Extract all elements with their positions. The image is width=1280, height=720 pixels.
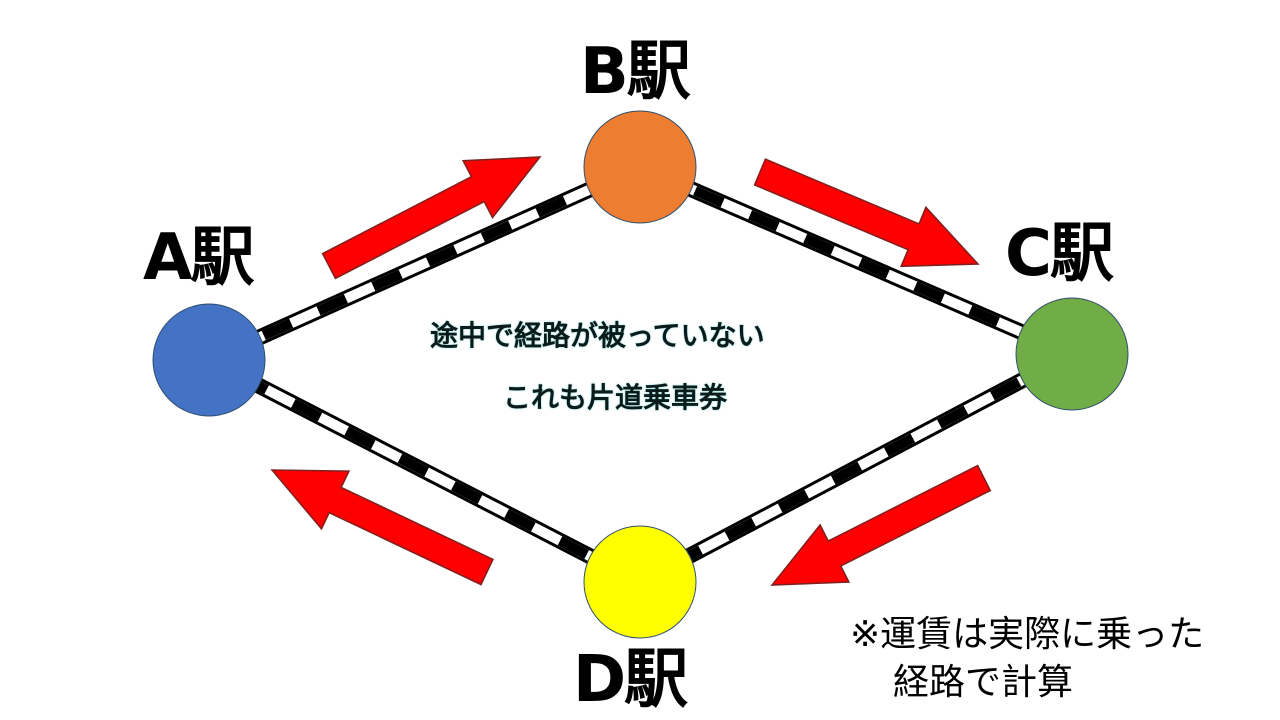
station-c-circle <box>1015 297 1129 411</box>
tracks <box>205 159 1076 590</box>
station-a-circle <box>152 303 266 417</box>
station-d-circle <box>583 525 697 639</box>
station-b-label: B駅 <box>580 35 691 109</box>
station-b-circle <box>583 110 697 224</box>
arrow-c-to-d <box>770 464 992 586</box>
direction-arrows <box>270 156 992 586</box>
station-c-label: C駅 <box>1005 217 1114 291</box>
track-da-ties <box>206 355 643 587</box>
fare-note-line-1: ※運賃は実際に乗った <box>850 614 1205 655</box>
station-circles <box>152 110 1129 639</box>
track-cd-ties <box>637 349 1075 587</box>
arrow-b-to-c <box>753 158 980 268</box>
fare-note-line-2: 経路で計算 <box>893 662 1074 703</box>
arrow-d-to-a <box>270 469 495 586</box>
track-ab-ties <box>206 162 643 365</box>
center-text-line-2: これも片道乗車券 <box>503 381 728 414</box>
center-text-line-1: 途中で経路が被っていない <box>430 319 765 352</box>
station-a-label: A駅 <box>143 221 255 295</box>
station-d-label: D駅 <box>573 643 688 717</box>
track-bc-ties <box>638 162 1074 359</box>
arrow-a-to-b <box>321 156 542 280</box>
